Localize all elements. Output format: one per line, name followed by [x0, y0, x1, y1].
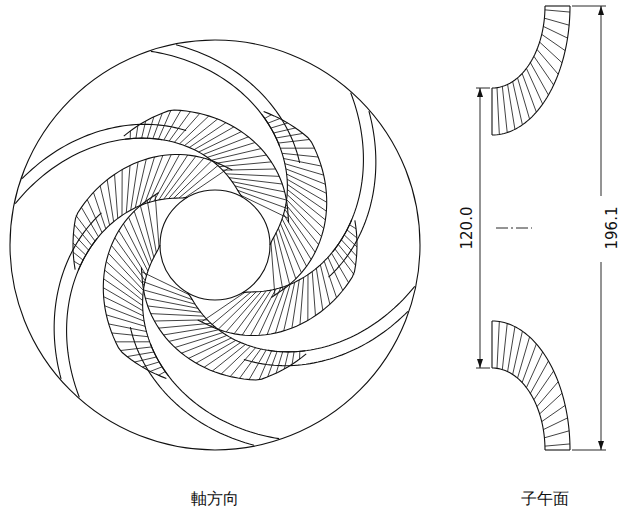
- impeller-blade: [54, 155, 232, 398]
- impeller-blade: [151, 45, 327, 298]
- impeller-blade: [15, 110, 288, 222]
- dimension-lines: [476, 6, 606, 450]
- dimension-value: 120.0: [459, 205, 476, 252]
- axial-view: [10, 40, 420, 450]
- dimension-value: 196.1: [604, 205, 621, 252]
- impeller-blade: [103, 193, 279, 446]
- passage-section: [492, 6, 570, 135]
- passage-section: [492, 321, 570, 450]
- meridional-view: [492, 6, 570, 450]
- outer-rim: [10, 40, 420, 450]
- center-line: [496, 228, 532, 229]
- view-caption: 軸方向: [189, 490, 241, 508]
- hub-circle: [160, 190, 270, 300]
- impeller-blade: [141, 268, 414, 380]
- view-caption: 子午面: [519, 490, 571, 508]
- impeller-blade: [198, 93, 376, 336]
